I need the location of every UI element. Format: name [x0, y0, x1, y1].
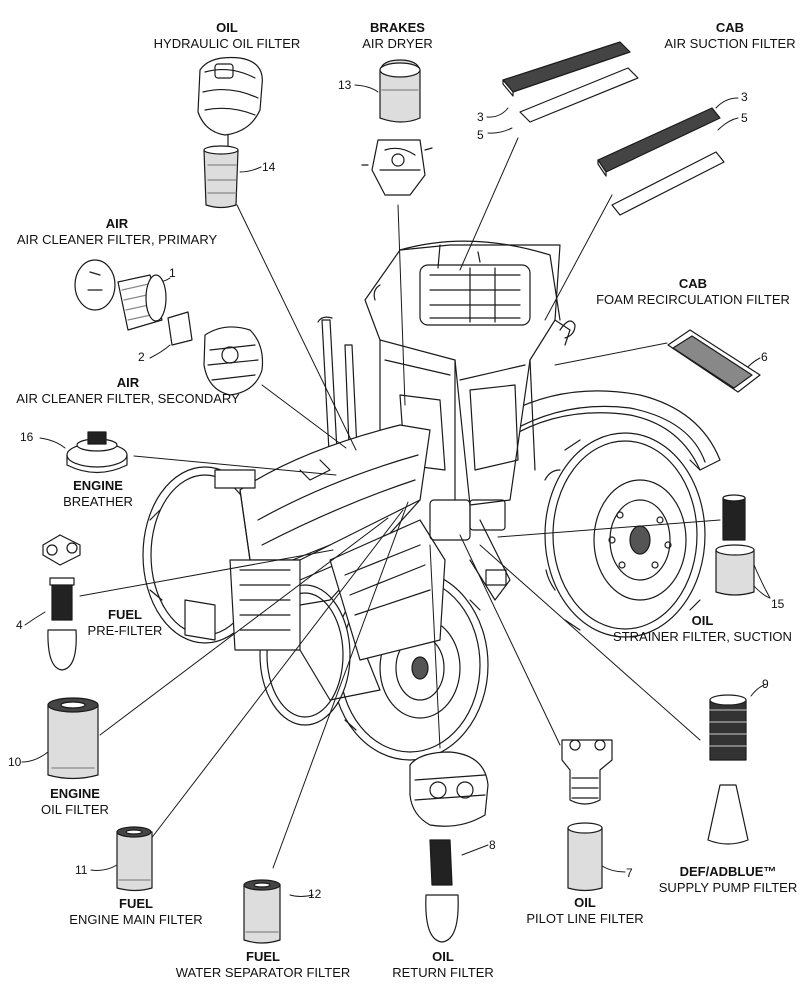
label-fuel-water-separator-filter: FUEL WATER SEPARATOR FILTER — [160, 949, 366, 981]
fuel-water-filter-part — [243, 879, 281, 944]
callout-3b: 3 — [741, 90, 748, 104]
label-heading: DEF/ADBLUE™ — [679, 864, 777, 879]
callout-6: 6 — [761, 350, 768, 364]
callout-3a: 3 — [477, 110, 484, 124]
label-engine-breather: ENGINE BREATHER — [48, 478, 148, 510]
hydraulic-filter-part — [197, 56, 263, 209]
label-text: FOAM RECIRCULATION FILTER — [596, 292, 790, 307]
label-heading: AIR — [116, 375, 140, 390]
label-heading: OIL — [691, 613, 714, 628]
label-text: PRE-FILTER — [87, 623, 163, 638]
label-heading: FUEL — [119, 896, 153, 911]
label-text: HYDRAULIC OIL FILTER — [153, 36, 301, 51]
def-filter-part — [707, 694, 749, 845]
air-secondary-part — [203, 326, 264, 396]
air-dryer-part — [361, 59, 433, 196]
label-text: ENGINE MAIN FILTER — [69, 912, 203, 927]
fuel-main-filter-part — [116, 826, 153, 892]
label-oil-pilot-line-filter: OIL PILOT LINE FILTER — [515, 895, 655, 927]
label-heading: OIL — [432, 949, 454, 964]
tractor-illustration — [142, 240, 721, 761]
callout-5b: 5 — [741, 111, 748, 125]
label-def-supply-pump-filter: DEF/ADBLUE™ SUPPLY PUMP FILTER — [648, 864, 808, 896]
callout-2: 2 — [138, 350, 145, 364]
label-heading: CAB — [715, 20, 745, 35]
label-oil-return-filter: OIL RETURN FILTER — [388, 949, 498, 981]
callout-5a: 5 — [477, 128, 484, 142]
label-text: AIR DRYER — [362, 36, 433, 51]
label-heading: BRAKES — [370, 20, 425, 35]
label-text: STRAINER FILTER, SUCTION — [613, 629, 792, 644]
label-heading: FUEL — [246, 949, 280, 964]
label-text: AIR CLEANER FILTER, PRIMARY — [16, 232, 218, 247]
foam-filter-part — [667, 329, 761, 393]
label-heading: ENGINE — [73, 478, 123, 493]
return-filter-part — [409, 751, 489, 943]
label-air-cleaner-secondary: AIR AIR CLEANER FILTER, SECONDARY — [5, 375, 251, 407]
label-cab-foam-filter: CAB FOAM RECIRCULATION FILTER — [585, 276, 801, 308]
label-fuel-engine-main-filter: FUEL ENGINE MAIN FILTER — [58, 896, 214, 928]
pilot-filter-part — [561, 739, 613, 892]
fuel-prefilter-part — [42, 534, 81, 671]
label-heading: OIL — [216, 20, 238, 35]
label-fuel-pre-filter: FUEL PRE-FILTER — [80, 607, 170, 639]
label-air-dryer: BRAKES AIR DRYER — [345, 20, 450, 52]
cab-suction-filter-parts — [502, 41, 725, 216]
label-text: OIL FILTER — [41, 802, 109, 817]
label-heading: OIL — [574, 895, 596, 910]
label-air-cleaner-primary: AIR AIR CLEANER FILTER, PRIMARY — [4, 216, 230, 248]
callout-16: 16 — [20, 430, 34, 444]
label-heading: FUEL — [108, 607, 142, 622]
callout-14: 14 — [262, 160, 276, 174]
label-heading: AIR — [105, 216, 129, 231]
rear-right-wheel — [544, 432, 706, 638]
label-text: PILOT LINE FILTER — [526, 911, 644, 926]
label-text: AIR CLEANER FILTER, SECONDARY — [16, 391, 240, 406]
callout-4: 4 — [16, 618, 23, 632]
air-primary-part — [74, 259, 193, 346]
breather-part — [66, 431, 128, 474]
engine-oil-filter-part — [47, 697, 99, 780]
label-oil-strainer-filter: OIL STRAINER FILTER, SUCTION — [600, 613, 805, 645]
label-engine-oil-filter: ENGINE OIL FILTER — [25, 786, 125, 818]
label-text: BREATHER — [63, 494, 133, 509]
label-text: SUPPLY PUMP FILTER — [658, 880, 798, 895]
callout-9: 9 — [762, 677, 769, 691]
callout-11: 11 — [75, 863, 88, 877]
label-heading: ENGINE — [50, 786, 100, 801]
callout-7: 7 — [626, 866, 633, 880]
cab-illustration — [364, 240, 576, 506]
strainer-filter-part — [715, 494, 755, 596]
callout-12: 12 — [308, 887, 322, 901]
callout-1: 1 — [169, 266, 176, 280]
label-text: RETURN FILTER — [392, 965, 494, 980]
callout-10: 10 — [8, 755, 22, 769]
label-text: AIR SUCTION FILTER — [664, 36, 796, 51]
leader-lines — [21, 84, 771, 897]
label-cab-air-suction-filter: CAB AIR SUCTION FILTER — [656, 20, 804, 52]
callout-8: 8 — [489, 838, 496, 852]
callout-13: 13 — [338, 78, 352, 92]
label-hydraulic-oil-filter: OIL HYDRAULIC OIL FILTER — [147, 20, 307, 52]
label-heading: CAB — [678, 276, 708, 291]
label-text: WATER SEPARATOR FILTER — [175, 965, 351, 980]
callout-15: 15 — [771, 597, 785, 611]
